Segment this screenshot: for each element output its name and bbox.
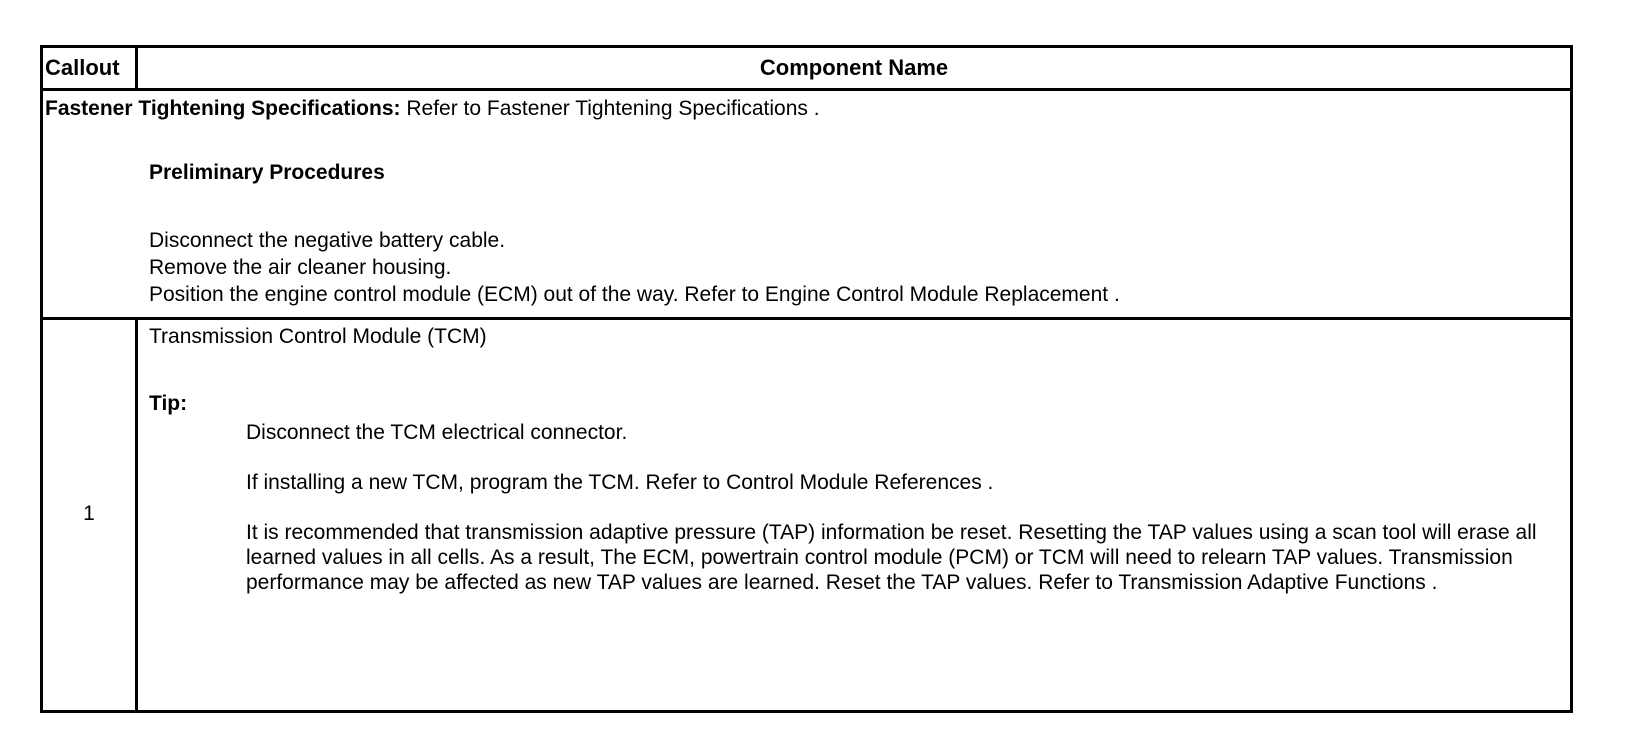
tip-label: Tip: <box>149 392 188 415</box>
component-title: Transmission Control Module (TCM) <box>149 325 487 348</box>
fastener-spec-text: Refer to Fastener Tightening Specificati… <box>400 97 820 120</box>
fastener-spec-label: Fastener Tightening Specifications: <box>45 97 401 120</box>
header-callout: Callout <box>43 48 138 88</box>
callout-number: 1 <box>83 502 95 525</box>
preliminary-step: Disconnect the negative battery cable. <box>149 229 506 252</box>
preliminary-title: Preliminary Procedures <box>149 161 385 184</box>
preliminary-row: Fastener Tightening Specifications: Refe… <box>43 91 1570 320</box>
table-header-row: Callout Component Name <box>43 48 1570 91</box>
table-row: 1 Transmission Control Module (TCM) Tip:… <box>43 320 1570 710</box>
preliminary-step: Remove the air cleaner housing. <box>149 256 452 279</box>
component-cell: Transmission Control Module (TCM) Tip: D… <box>149 320 1560 710</box>
preliminary-step: Position the engine control module (ECM)… <box>149 283 1120 306</box>
tip-step: Disconnect the TCM electrical connector. <box>246 421 628 444</box>
component-table: Callout Component Name Fastener Tighteni… <box>40 45 1573 713</box>
fastener-spec-line: Fastener Tightening Specifications: Refe… <box>45 97 820 121</box>
preliminary-steps: Disconnect the negative battery cable. R… <box>149 227 1120 308</box>
header-component-name: Component Name <box>759 55 949 80</box>
tip-steps: Disconnect the TCM electrical connector.… <box>246 420 1560 620</box>
tip-step: It is recommended that transmission adap… <box>246 521 1537 594</box>
tip-step: If installing a new TCM, program the TCM… <box>246 471 994 494</box>
callout-cell: 1 <box>43 320 138 710</box>
